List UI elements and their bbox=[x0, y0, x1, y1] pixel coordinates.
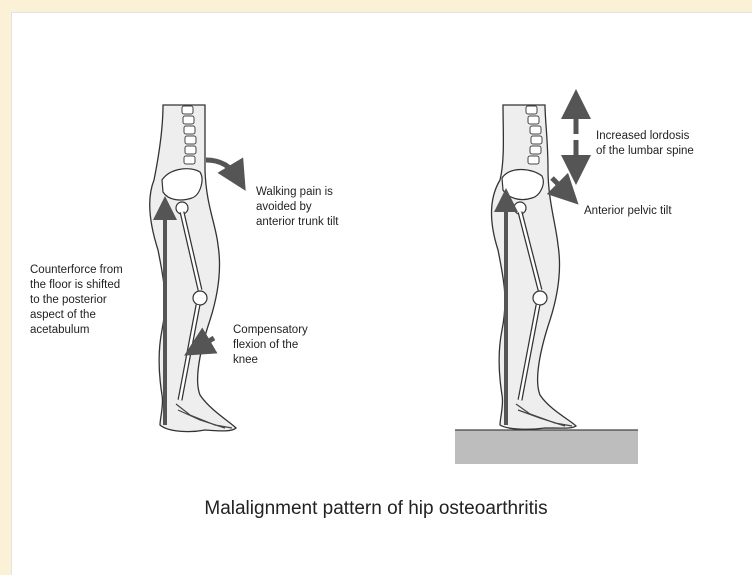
left-pelvis bbox=[162, 169, 202, 200]
walking-pain-label: Walking pain is avoided by anterior trun… bbox=[256, 185, 338, 230]
left-knee-joint bbox=[193, 291, 207, 305]
lordosis-label: Increased lordosis of the lumbar spine bbox=[596, 129, 694, 159]
right-pelvis bbox=[502, 170, 543, 200]
counterforce-label: Counterforce from the floor is shifted t… bbox=[30, 263, 123, 338]
pelvic-tilt-label: Anterior pelvic tilt bbox=[584, 204, 672, 219]
figure-caption: Malalignment pattern of hip osteoarthrit… bbox=[0, 498, 752, 520]
pelvic-tilt-arrow bbox=[552, 178, 568, 194]
right-knee-joint bbox=[533, 291, 547, 305]
left-leg-figure bbox=[150, 105, 238, 432]
compensatory-flexion-label: Compensatory flexion of the knee bbox=[233, 323, 308, 368]
floor-block bbox=[455, 430, 638, 464]
trunk-tilt-arrow bbox=[206, 160, 238, 178]
